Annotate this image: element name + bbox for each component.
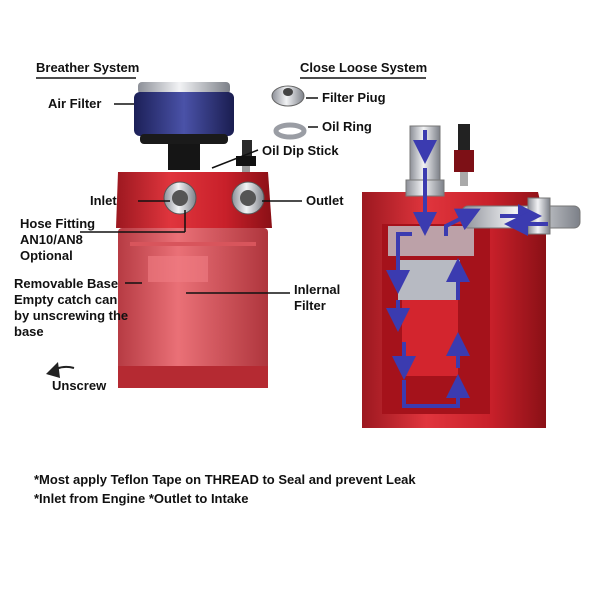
label-outlet: Outlet — [306, 193, 344, 208]
label-air-filter: Air Filter — [48, 96, 102, 111]
note-teflon-tape: *Most apply Teflon Tape on THREAD to Sea… — [34, 472, 416, 487]
filter-plug-icon — [271, 85, 305, 107]
label-breather-system: Breather System — [36, 60, 140, 75]
label-hose-fitting: Hose Fitting AN10/AN8 Optional — [20, 216, 96, 263]
inlet-fitting-icon — [163, 181, 197, 215]
label-close-loose-system: Close Loose System — [300, 60, 428, 75]
label-oil-ring: Oil Ring — [322, 119, 372, 134]
flow-arrows — [386, 130, 548, 408]
label-inlet: Inlet — [90, 193, 117, 208]
outlet-fitting-icon — [231, 181, 265, 215]
leader-lines — [36, 77, 426, 294]
removable-base — [118, 228, 268, 388]
air-filter-icon — [134, 82, 234, 170]
label-removable-base: Removable Base Empty catch can by unscre… — [14, 276, 129, 339]
note-inlet-outlet: *Inlet from Engine *Outlet to Intake — [34, 491, 249, 506]
label-unscrew: Unscrew — [52, 378, 107, 393]
catch-can-cutaway — [362, 124, 581, 428]
label-oil-dip-stick: Oil Dip Stick — [262, 143, 339, 158]
label-internal-filter: Inlernal Filter — [294, 282, 341, 313]
unscrew-arrow-icon — [46, 362, 75, 378]
oil-ring-icon — [273, 122, 307, 140]
label-filter-plug: Filter Piug — [322, 90, 386, 105]
catch-can-exterior — [116, 82, 307, 388]
